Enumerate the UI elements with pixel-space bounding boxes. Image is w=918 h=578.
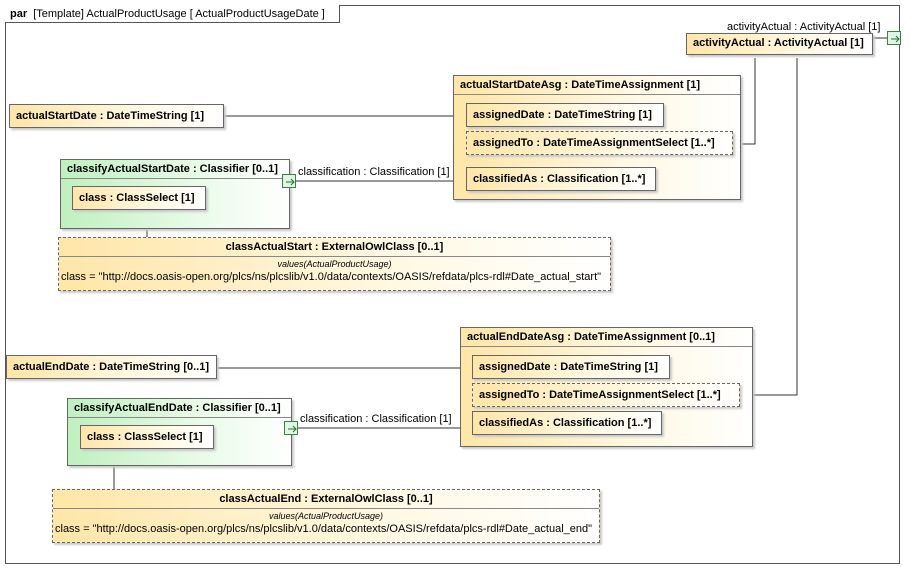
start-asg-assigned-date[interactable]: assignedDate : DateTimeString [1]	[466, 103, 664, 127]
start-asg-classified-as[interactable]: classifiedAs : Classification [1..*]	[466, 167, 656, 191]
actual-end-date-label: actualEndDate : DateTimeString [0..1]	[13, 361, 210, 373]
classify-end-class-label: class : ClassSelect [1]	[87, 431, 203, 443]
classify-start-class-label: class : ClassSelect [1]	[79, 192, 195, 204]
end-asg-classified-as-label: classifiedAs : Classification [1..*]	[479, 417, 652, 429]
activity-actual-port-label: activityActual : ActivityActual [1]	[727, 21, 881, 33]
class-actual-start-title: classActualStart : ExternalOwlClass [0..…	[59, 238, 610, 257]
end-classification-port-label: classification : Classification [1]	[300, 413, 452, 425]
activity-actual-part[interactable]: activityActual : ActivityActual [1]	[686, 33, 873, 55]
class-actual-start-value: class = "http://docs.oasis-open.org/plcs…	[61, 271, 602, 283]
end-asg-classified-as[interactable]: classifiedAs : Classification [1..*]	[472, 411, 662, 435]
classify-end-title: classifyActualEndDate : Classifier [0..1…	[68, 399, 291, 418]
actual-start-date-part[interactable]: actualStartDate : DateTimeString [1]	[9, 104, 224, 128]
classify-start-title: classifyActualStartDate : Classifier [0.…	[61, 160, 289, 179]
end-asg-assigned-to[interactable]: assignedTo : DateTimeAssignmentSelect [1…	[472, 383, 740, 407]
port-arrow-icon	[286, 178, 295, 186]
end-asg-assigned-to-label: assignedTo : DateTimeAssignmentSelect [1…	[479, 389, 721, 401]
class-actual-end-value: class = "http://docs.oasis-open.org/plcs…	[55, 523, 593, 535]
class-actual-start-part[interactable]: classActualStart : ExternalOwlClass [0..…	[58, 237, 611, 291]
end-classification-port[interactable]	[284, 421, 298, 435]
frame-keyword: par	[10, 8, 28, 20]
port-arrow-icon	[891, 35, 900, 43]
end-asg-title: actualEndDateAsg : DateTimeAssignment [0…	[461, 328, 752, 347]
actual-start-date-label: actualStartDate : DateTimeString [1]	[16, 110, 205, 122]
actual-end-date-part[interactable]: actualEndDate : DateTimeString [0..1]	[6, 355, 217, 379]
class-actual-end-title: classActualEnd : ExternalOwlClass [0..1]	[53, 490, 599, 509]
classify-start-class[interactable]: class : ClassSelect [1]	[72, 186, 206, 210]
diagram-frame	[5, 5, 900, 564]
frame-title: [Template] ActualProductUsage [ ActualPr…	[33, 8, 325, 20]
start-classification-port-label: classification : Classification [1]	[298, 166, 450, 178]
class-actual-end-stereotype: values(ActualProductUsage)	[268, 511, 384, 521]
activity-actual-port[interactable]	[887, 31, 901, 45]
frame-title-tab: par [Template] ActualProductUsage [ Actu…	[5, 5, 340, 23]
activity-actual-label: activityActual : ActivityActual [1]	[693, 37, 864, 49]
end-asg-assigned-date-label: assignedDate : DateTimeString [1]	[479, 361, 658, 373]
classify-end-class[interactable]: class : ClassSelect [1]	[80, 425, 214, 449]
start-asg-assigned-to-label: assignedTo : DateTimeAssignmentSelect [1…	[473, 137, 715, 149]
port-arrow-icon	[288, 425, 297, 433]
class-actual-end-part[interactable]: classActualEnd : ExternalOwlClass [0..1]…	[52, 489, 600, 543]
start-asg-assigned-date-label: assignedDate : DateTimeString [1]	[473, 109, 652, 121]
start-asg-assigned-to[interactable]: assignedTo : DateTimeAssignmentSelect [1…	[466, 131, 733, 155]
class-actual-start-stereotype: values(ActualProductUsage)	[277, 259, 392, 269]
connector-activity-end-asg	[740, 58, 798, 396]
start-classification-port[interactable]	[282, 174, 296, 188]
end-asg-assigned-date[interactable]: assignedDate : DateTimeString [1]	[472, 355, 670, 379]
start-asg-classified-as-label: classifiedAs : Classification [1..*]	[473, 173, 646, 185]
start-asg-title: actualStartDateAsg : DateTimeAssignment …	[454, 76, 740, 95]
